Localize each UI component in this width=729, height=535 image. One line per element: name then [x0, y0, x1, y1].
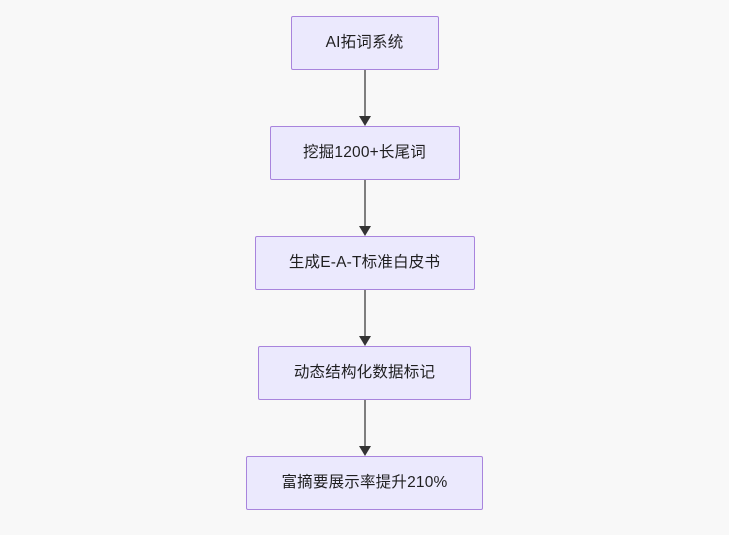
flow-edge-n4-n5	[353, 400, 377, 456]
flow-node-label: 挖掘1200+长尾词	[302, 143, 427, 161]
flow-node-label: 生成E-A-T标准白皮书	[288, 253, 441, 271]
flow-edge-n3-n4	[353, 290, 377, 346]
edge-line	[363, 180, 366, 227]
edge-line	[363, 290, 366, 337]
flow-node-longtail-keywords[interactable]: 挖掘1200+长尾词	[269, 126, 460, 180]
arrow-down-icon	[358, 446, 371, 456]
flow-node-structured-data-markup[interactable]: 动态结构化数据标记	[258, 346, 471, 400]
flow-node-rich-snippet-result[interactable]: 富摘要展示率提升210%	[246, 456, 483, 510]
flow-edge-n1-n2	[353, 70, 377, 126]
flow-node-eat-whitepaper[interactable]: 生成E-A-T标准白皮书	[254, 236, 475, 290]
arrow-down-icon	[358, 116, 371, 126]
flow-node-ai-keyword-system[interactable]: AI拓词系统	[290, 16, 439, 70]
arrow-down-icon	[358, 336, 371, 346]
flow-node-label: 动态结构化数据标记	[293, 363, 436, 381]
flow-node-label: 富摘要展示率提升210%	[281, 473, 448, 491]
edge-line	[363, 70, 366, 117]
arrow-down-icon	[358, 226, 371, 236]
flow-node-label: AI拓词系统	[325, 33, 404, 51]
edge-line	[363, 400, 366, 447]
flow-edge-n2-n3	[353, 180, 377, 236]
